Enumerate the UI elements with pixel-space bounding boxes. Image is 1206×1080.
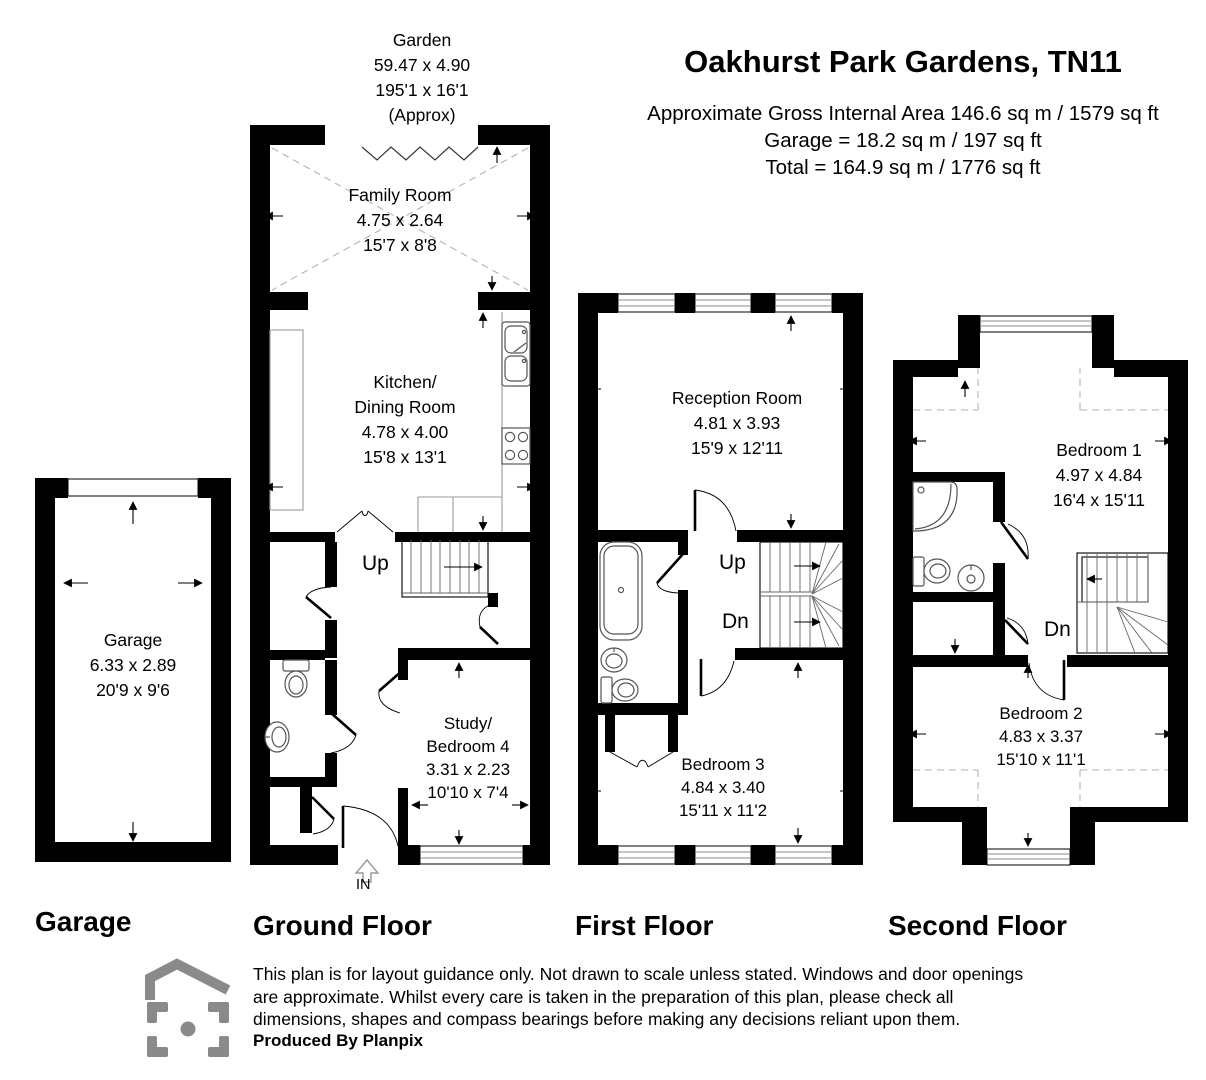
first-floor-plan xyxy=(578,293,863,865)
kitchen-double-door xyxy=(336,510,394,533)
room-label-kitchen: Kitchen/ Dining Room 4.78 x 4.00 15'8 x … xyxy=(313,370,497,470)
room-imperial: 10'10 x 7'4 xyxy=(427,783,509,802)
room-name: Bedroom 2 xyxy=(999,704,1083,723)
floor-label-ground: Ground Floor xyxy=(253,910,432,941)
room-name: Garage xyxy=(103,630,163,650)
bedroom3-door xyxy=(699,659,735,697)
entrance-in-arrow xyxy=(354,858,380,883)
room-label-study: Study/ Bedroom 4 3.31 x 2.23 10'10 x 7'4 xyxy=(376,712,560,804)
second-floor-plan xyxy=(893,315,1188,866)
room-name: Kitchen/ xyxy=(373,372,437,392)
planpix-logo xyxy=(145,958,231,1057)
page-title: Oakhurst Park Gardens, TN11 xyxy=(684,44,1122,79)
room-imperial: 15'8 x 13'1 xyxy=(363,447,447,467)
room-metric: 6.33 x 2.89 xyxy=(89,655,177,675)
room-metric: 4.84 x 3.40 xyxy=(680,778,766,797)
bathroom-door xyxy=(656,553,684,594)
stairs-dn-label-second: Dn xyxy=(1044,618,1071,641)
stairs-up-label-ground: Up xyxy=(362,552,389,575)
stairs-second xyxy=(1076,552,1169,654)
wc-door xyxy=(330,712,357,754)
stairs-first xyxy=(759,541,844,649)
stairs-ground xyxy=(401,539,489,598)
room-metric: 4.75 x 2.64 xyxy=(356,210,444,230)
landing-door xyxy=(1004,617,1029,645)
study-door xyxy=(378,669,404,714)
room-label-bedroom3: Bedroom 3 4.84 x 3.40 15'11 x 11'2 xyxy=(631,753,815,822)
room-imperial: 15'11 x 11'2 xyxy=(678,801,768,820)
room-name: Bedroom 4 xyxy=(426,737,510,756)
bathroom-toilet xyxy=(600,676,639,704)
wc-basin xyxy=(264,721,290,753)
study-window xyxy=(419,845,524,865)
kitchen-sink xyxy=(501,321,531,387)
room-metric: 4.97 x 4.84 xyxy=(1055,465,1143,485)
understair-door xyxy=(478,603,499,645)
room-imperial: 20'9 x 9'6 xyxy=(96,680,170,700)
garden-name: Garden xyxy=(392,30,452,50)
floor-label-first: First Floor xyxy=(575,910,714,941)
room-imperial: 15'10 x 11'1 xyxy=(996,750,1086,769)
room-label-garage: Garage 6.33 x 2.89 20'9 x 9'6 xyxy=(41,628,225,703)
bathroom-basin xyxy=(600,647,628,673)
room-name: Dining Room xyxy=(354,397,456,417)
entrance-in-label: IN xyxy=(356,877,371,893)
hall-closet-door xyxy=(311,796,335,835)
room-metric: 4.81 x 3.93 xyxy=(693,413,781,433)
room-label-bedroom2: Bedroom 2 4.83 x 3.37 15'10 x 11'1 xyxy=(949,702,1133,771)
ensuite-basin xyxy=(957,564,985,592)
bathtub xyxy=(599,541,643,641)
room-metric: 4.83 x 3.37 xyxy=(998,727,1084,746)
room-name: Bedroom 1 xyxy=(1056,440,1142,460)
front-door xyxy=(341,805,399,848)
ensuite-door xyxy=(999,521,1030,560)
room-imperial: 15'9 x 12'11 xyxy=(691,438,783,458)
ground-floor-plan xyxy=(250,125,550,883)
wc-toilet xyxy=(282,659,310,698)
garage-door-opening xyxy=(67,478,199,497)
room-metric: 4.78 x 4.00 xyxy=(361,422,449,442)
disclaimer-text: This plan is for layout guidance only. N… xyxy=(253,963,1093,1031)
room-imperial: 15'7 x 8'8 xyxy=(363,235,437,255)
floor-label-second: Second Floor xyxy=(888,910,1067,941)
garden-metric: 59.47 x 4.90 xyxy=(373,55,471,75)
bedroom3-closet xyxy=(605,713,678,768)
garden-boundary-zigzag xyxy=(361,146,479,161)
kitchen-counter-left xyxy=(269,329,304,511)
garden-approx: (Approx) xyxy=(388,105,456,125)
area-line-gross: Approximate Gross Internal Area 146.6 sq… xyxy=(647,102,1159,125)
disclaimer-line: dimensions, shapes and compass bearings … xyxy=(253,1009,961,1029)
bedroom2-door xyxy=(1028,660,1066,701)
garage-plan xyxy=(35,478,231,862)
garden-label: Garden 59.47 x 4.90 195'1 x 16'1 (Approx… xyxy=(330,28,514,128)
area-line-total: Total = 164.9 sq m / 1776 sq ft xyxy=(765,156,1041,179)
garden-imperial: 195'1 x 16'1 xyxy=(375,80,469,100)
ensuite-toilet xyxy=(912,556,951,587)
disclaimer-line: are approximate. Whilst every care is ta… xyxy=(253,986,954,1007)
produced-by-label: Produced By Planpix xyxy=(253,1031,424,1050)
area-summary: Approximate Gross Internal Area 146.6 sq… xyxy=(603,100,1203,181)
room-label-family-room: Family Room 4.75 x 2.64 15'7 x 8'8 xyxy=(308,183,492,258)
room-name: Reception Room xyxy=(671,388,803,408)
stairs-dn-label-first: Dn xyxy=(722,610,749,633)
room-label-bedroom1: Bedroom 1 4.97 x 4.84 16'4 x 15'11 xyxy=(1007,438,1191,513)
reception-door xyxy=(693,489,737,532)
area-line-garage: Garage = 18.2 sq m / 197 sq ft xyxy=(764,129,1042,152)
room-label-reception: Reception Room 4.81 x 3.93 15'9 x 12'11 xyxy=(645,386,829,461)
shower xyxy=(912,481,958,532)
stairs-up-label-first: Up xyxy=(719,551,746,574)
room-name: Bedroom 3 xyxy=(681,755,765,774)
floor-label-garage: Garage xyxy=(35,906,132,937)
room-name: Study/ xyxy=(443,714,493,733)
kitchen-hob xyxy=(501,427,531,465)
disclaimer-line: This plan is for layout guidance only. N… xyxy=(253,964,1024,984)
room-metric: 3.31 x 2.23 xyxy=(425,760,511,779)
closet-door xyxy=(305,586,332,619)
room-name: Family Room xyxy=(348,185,452,205)
room-imperial: 16'4 x 15'11 xyxy=(1053,490,1145,510)
